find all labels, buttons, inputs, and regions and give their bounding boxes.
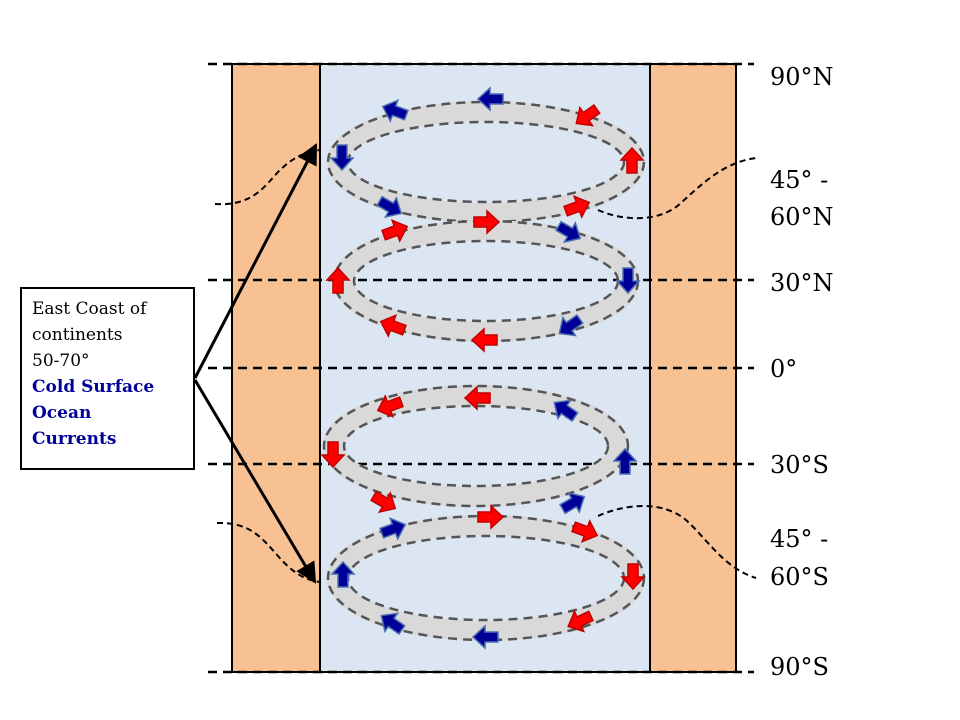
label-90n: 90°N xyxy=(770,63,834,91)
callout-highlight-1: Cold Surface xyxy=(32,377,155,397)
warm-current-arrow-icon xyxy=(325,266,351,294)
connector-north xyxy=(193,143,318,379)
warm-current-arrow-icon xyxy=(571,519,599,544)
latitude-lines xyxy=(208,62,754,674)
warm-current-arrow-icon xyxy=(477,504,505,530)
callout-connectors xyxy=(193,143,318,584)
current-arrows xyxy=(320,86,646,650)
cold-current-arrow-icon xyxy=(612,447,638,475)
label-45-60n-line2: 60°N xyxy=(770,203,834,231)
cold-current-arrow-icon xyxy=(615,267,641,295)
cold-current-arrow-icon xyxy=(559,491,586,515)
gyre-inner-edge xyxy=(342,404,610,488)
label-45-60s-line2: 60°S xyxy=(770,563,829,591)
subpolar-boundary-lines xyxy=(214,149,757,583)
warm-current-arrow-icon xyxy=(620,563,646,591)
warm-current-arrow-icon xyxy=(370,490,397,514)
label-90s: 90°S xyxy=(770,653,829,681)
label-30s: 30°S xyxy=(770,451,829,479)
gyre-outer-edge xyxy=(326,100,646,224)
warm-current-arrow-icon xyxy=(470,327,498,353)
cold-current-arrow-icon xyxy=(558,313,584,337)
label-45-60s-line1: 45° - xyxy=(770,525,829,553)
cold-current-arrow-icon xyxy=(555,220,582,244)
gyre-outer-edge xyxy=(322,384,630,508)
label-equator: 0° xyxy=(770,355,798,383)
callout-highlight-3: Currents xyxy=(32,429,117,449)
warm-current-arrow-icon xyxy=(376,394,404,419)
callout-line-1: East Coast of xyxy=(32,299,147,319)
cold-current-arrow-icon xyxy=(471,624,499,650)
callout-line-3: 50-70° xyxy=(32,351,90,371)
wavy-line-north-east xyxy=(597,157,757,220)
callout-highlight-2: Ocean xyxy=(32,403,92,423)
cold-current-arrow-icon xyxy=(379,516,407,541)
cold-current-arrow-icon xyxy=(381,98,409,123)
wavy-line-south-west xyxy=(216,521,321,583)
warm-current-arrow-icon xyxy=(381,218,409,243)
cold-current-arrow-icon xyxy=(553,399,579,423)
cold-current-arrow-icon xyxy=(380,612,406,636)
wavy-line-north-west xyxy=(214,149,321,206)
callout-line-2: continents xyxy=(32,325,123,345)
callout-box: East Coast of continents 50-70° Cold Sur… xyxy=(20,287,195,470)
warm-current-arrow-icon xyxy=(320,441,346,469)
connector-south xyxy=(193,379,317,584)
wavy-line-south-east xyxy=(597,505,757,579)
warm-current-arrow-icon xyxy=(619,146,645,174)
label-45-60n-line1: 45° - xyxy=(770,166,829,194)
warm-current-arrow-icon xyxy=(575,103,601,127)
cold-current-arrow-icon xyxy=(376,195,403,219)
warm-current-arrow-icon xyxy=(567,609,594,633)
cold-current-arrow-icon xyxy=(329,144,355,172)
warm-current-arrow-icon xyxy=(473,209,501,235)
warm-current-arrow-icon xyxy=(563,194,591,219)
cold-current-arrow-icon xyxy=(330,560,356,588)
warm-current-arrow-icon xyxy=(463,385,491,411)
label-30n: 30°N xyxy=(770,269,834,297)
cold-current-arrow-icon xyxy=(476,86,504,112)
warm-current-arrow-icon xyxy=(379,313,407,338)
